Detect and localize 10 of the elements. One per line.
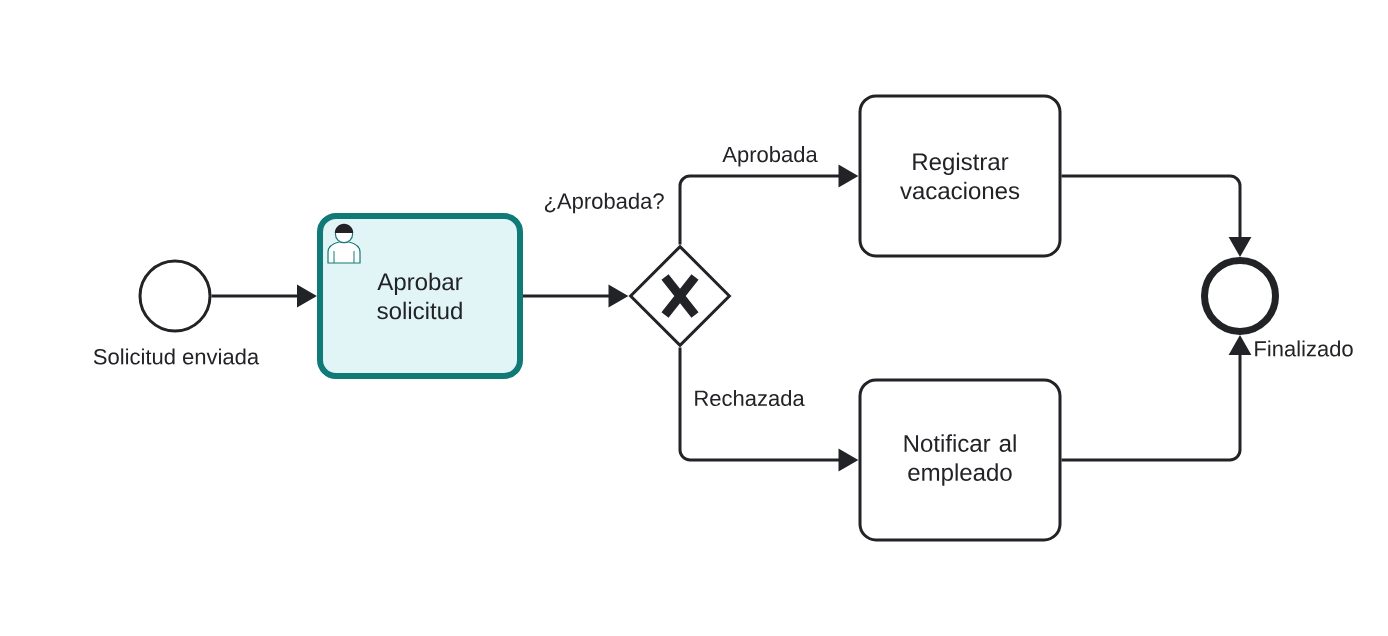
edge-label: Rechazada bbox=[690, 386, 808, 410]
event-label: Finalizado bbox=[1255, 340, 1353, 357]
gateway-label: ¿Aprobada? bbox=[544, 192, 664, 214]
task-box: Notificar al empleado bbox=[858, 378, 1062, 542]
task-box: Registrar vacaciones bbox=[858, 94, 1062, 258]
start-circle bbox=[138, 259, 212, 333]
edge-label: Aprobada bbox=[719, 143, 821, 170]
task-box: Aprobar solicitud bbox=[317, 213, 523, 379]
end-circle bbox=[1201, 257, 1279, 335]
event-label: Solicitud enviada bbox=[93, 348, 260, 365]
